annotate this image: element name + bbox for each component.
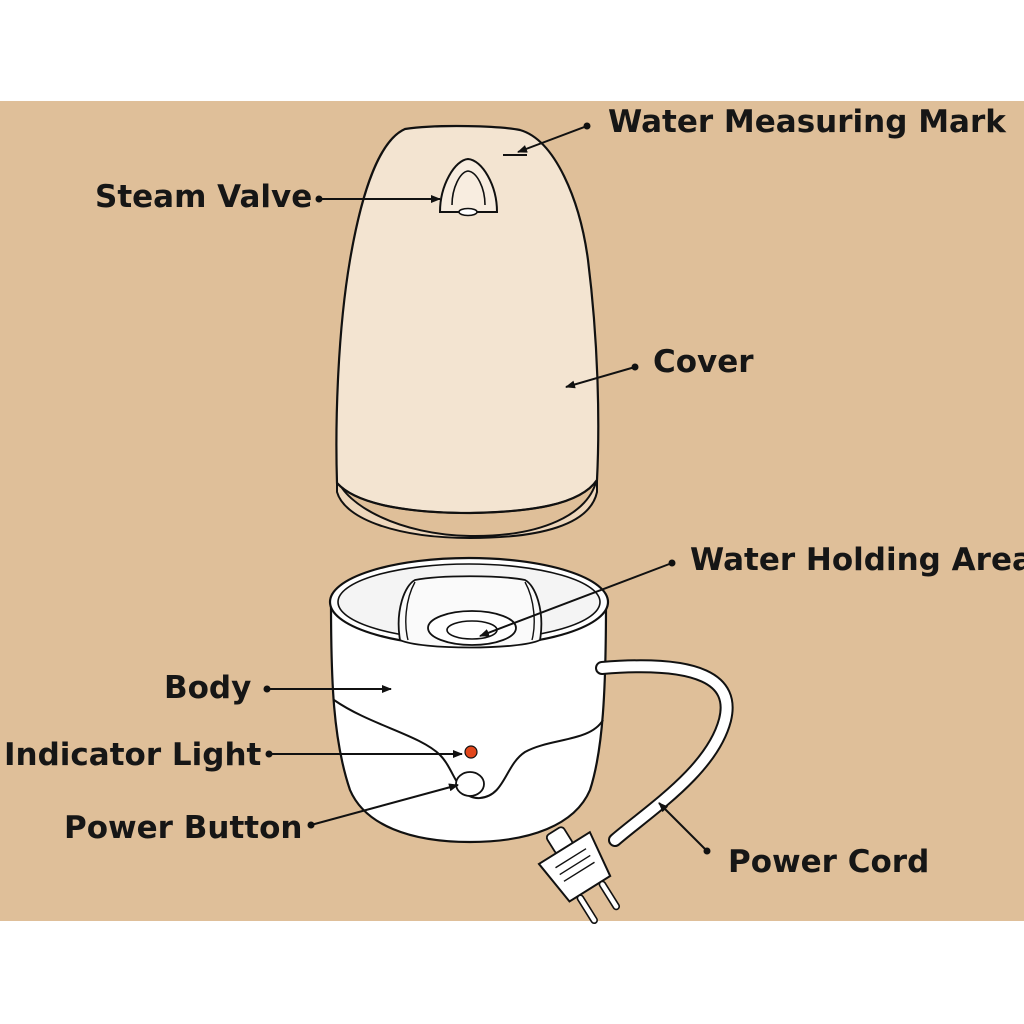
steamer-body-icon [328,556,610,844]
water-holding-area-hole [446,620,498,640]
body-shell [329,600,608,844]
pointer-power-button [307,783,459,829]
label-power-cord: Power Cord [728,844,930,880]
label-body: Body [164,670,252,706]
steam-valve-icon [438,157,499,213]
pointer-water-measuring-mark [517,122,591,153]
cover-rim [336,477,598,540]
power-cord-icon [537,659,734,925]
label-indicator-light: Indicator Light [4,737,262,773]
power-plug-icon [537,826,621,925]
pointer-steam-valve [315,195,441,203]
label-cover: Cover [653,344,754,380]
callout-pointers [263,122,711,855]
label-steam-valve: Steam Valve [95,179,313,215]
cord-inner [597,661,732,845]
cover-bottom-edge [336,479,598,515]
steam-valve-inner [451,170,486,206]
insert-slot-left [405,581,416,641]
pointer-power-cord [658,802,711,855]
pointer-water-holding-area [479,559,676,637]
body-wave-line [333,699,604,800]
pointer-body [263,685,392,693]
indicator-light-icon [464,745,478,759]
steamer-cover-icon [335,124,600,540]
insert-slot-right [524,581,535,641]
pointer-indicator-light [265,750,463,758]
label-water-holding-area: Water Holding Area [690,542,1024,578]
label-power-button: Power Button [64,810,303,846]
steam-valve-hole [458,207,478,217]
pointer-cover [565,363,639,389]
label-water-measuring-mark: Water Measuring Mark [608,104,1006,140]
power-button-icon [455,771,485,797]
